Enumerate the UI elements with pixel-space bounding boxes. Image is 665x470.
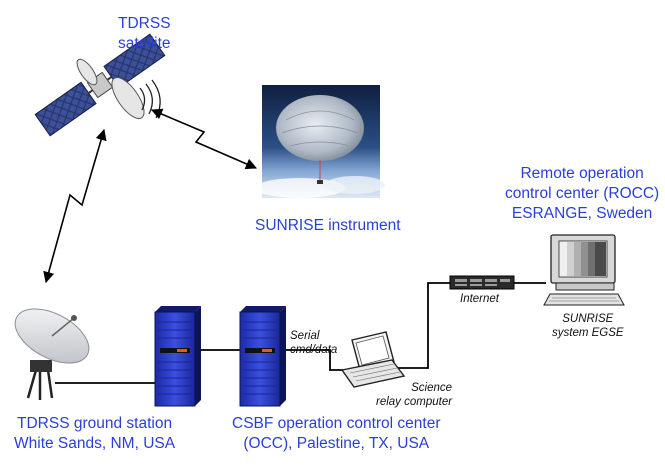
serial-label: Serial cmd/data: [290, 329, 337, 357]
internet-label: Internet: [460, 292, 499, 306]
csbf-label-line2: (OCC), Palestine, TX, USA: [243, 435, 430, 452]
laptop-router-cable: [392, 282, 450, 369]
relay-label: Science relay computer: [376, 381, 452, 409]
ground-station-label-line1: TDRSS ground station: [17, 415, 173, 432]
satellite-instrument-link: [150, 108, 258, 170]
occ-server-icon: [239, 306, 286, 407]
server-laptop-cable: [286, 349, 345, 371]
rocc-label-line1: Remote operation: [520, 165, 644, 182]
ground-station-server-icon: [154, 306, 201, 407]
satellite-label: TDRSS satellite: [118, 14, 171, 54]
internet-router-icon: [449, 275, 515, 290]
ground-station-label: TDRSS ground station White Sands, NM, US…: [14, 414, 175, 454]
rocc-label-line3: ESRANGE, Sweden: [511, 205, 653, 222]
satellite-ground-link: [43, 128, 107, 284]
satellite-dish-icon: [14, 308, 90, 400]
internet-label-text: Internet: [460, 293, 499, 305]
relay-label-line1: Science: [411, 382, 453, 394]
egse-label-line1: SUNRISE: [562, 313, 614, 325]
relay-label-line2: relay computer: [376, 396, 453, 408]
instrument-label-text: SUNRISE instrument: [255, 217, 401, 234]
ground-station-label-line2: White Sands, NM, USA: [14, 435, 176, 452]
csbf-label: CSBF operation control center (OCC), Pal…: [232, 414, 441, 454]
tdrss-satellite-icon: [34, 33, 166, 137]
laptop-icon: [340, 331, 406, 388]
instrument-label: SUNRISE instrument: [255, 216, 401, 236]
rocc-label: Remote operation control center (ROCC) E…: [505, 164, 659, 224]
workstation-icon: [543, 234, 625, 306]
satellite-label-line2: satellite: [118, 35, 171, 52]
serial-label-line1: Serial: [290, 330, 320, 342]
satellite-label-line1: TDRSS: [118, 15, 171, 32]
egse-label-line2: system EGSE: [552, 327, 624, 339]
sunrise-instrument-image: [255, 85, 385, 198]
serial-label-line2: cmd/data: [290, 344, 338, 356]
rocc-label-line2: control center (ROCC): [505, 185, 660, 202]
egse-label: SUNRISE system EGSE: [552, 312, 624, 340]
csbf-label-line1: CSBF operation control center: [232, 415, 441, 432]
